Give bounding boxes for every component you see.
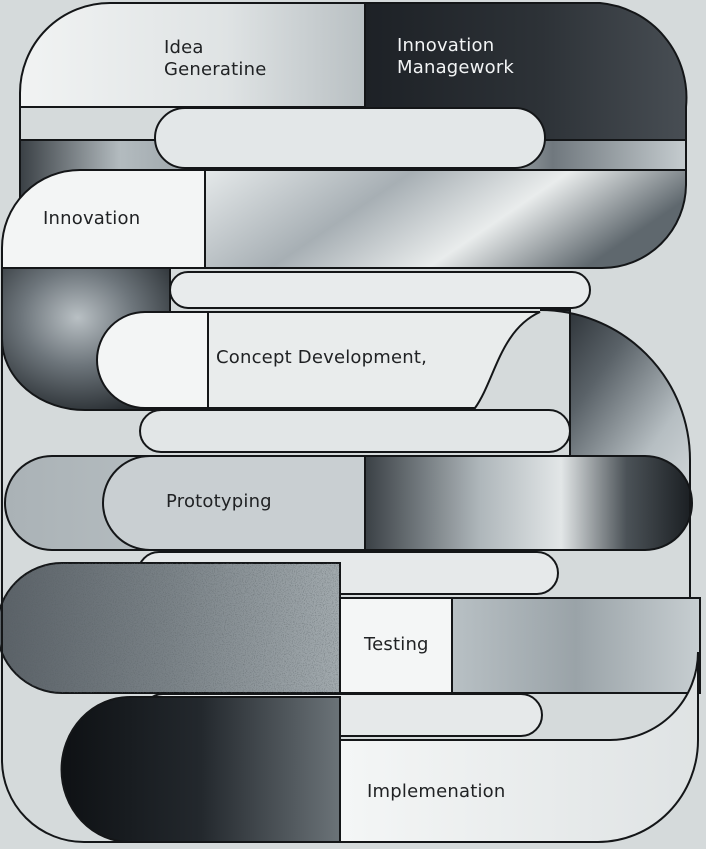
testing-line-1: Testing	[364, 634, 429, 655]
management-line-1: Innovation	[397, 35, 495, 56]
concept-line-1: Concept Development,	[216, 347, 428, 368]
implementation-dark-segment	[60, 696, 341, 843]
stage-label-idea: Idea Generatine	[164, 37, 266, 81]
stage-label-prototyping: Prototyping	[166, 491, 272, 513]
prototyping-segment	[102, 455, 366, 551]
idea-line-1: Idea	[164, 37, 204, 58]
idea-segment	[19, 2, 366, 108]
prototyping-steel-segment	[364, 455, 693, 551]
implementation-segment	[339, 651, 699, 843]
stage-label-testing: Testing	[364, 634, 429, 656]
stage-label-implementation: Implemenation	[367, 781, 505, 803]
innovation-steel-segment	[204, 169, 687, 269]
prototyping-line-1: Prototyping	[166, 491, 272, 512]
inner-connector-2	[169, 271, 591, 309]
concept-left-cap	[96, 311, 209, 409]
management-segment	[364, 2, 688, 141]
testing-segment	[339, 597, 453, 694]
stage-label-innovation: Innovation	[43, 208, 140, 230]
inner-connector-3	[139, 409, 571, 453]
testing-steel-segment	[451, 597, 701, 694]
stage-label-concept: Concept Development,	[216, 347, 427, 369]
implementation-line-1: Implemenation	[367, 781, 506, 802]
outer-left-edge	[1, 339, 130, 843]
concept-segment	[207, 311, 541, 409]
idea-line-2: Generatine	[164, 59, 267, 80]
stage-label-management: Innovation Managework	[397, 35, 514, 79]
inner-connector-1	[154, 107, 546, 169]
innovation-line-1: Innovation	[43, 208, 141, 229]
speckle-texture	[0, 563, 340, 693]
band-1	[19, 2, 688, 141]
innovation-white-segment	[1, 169, 206, 269]
management-line-2: Managework	[397, 57, 515, 78]
